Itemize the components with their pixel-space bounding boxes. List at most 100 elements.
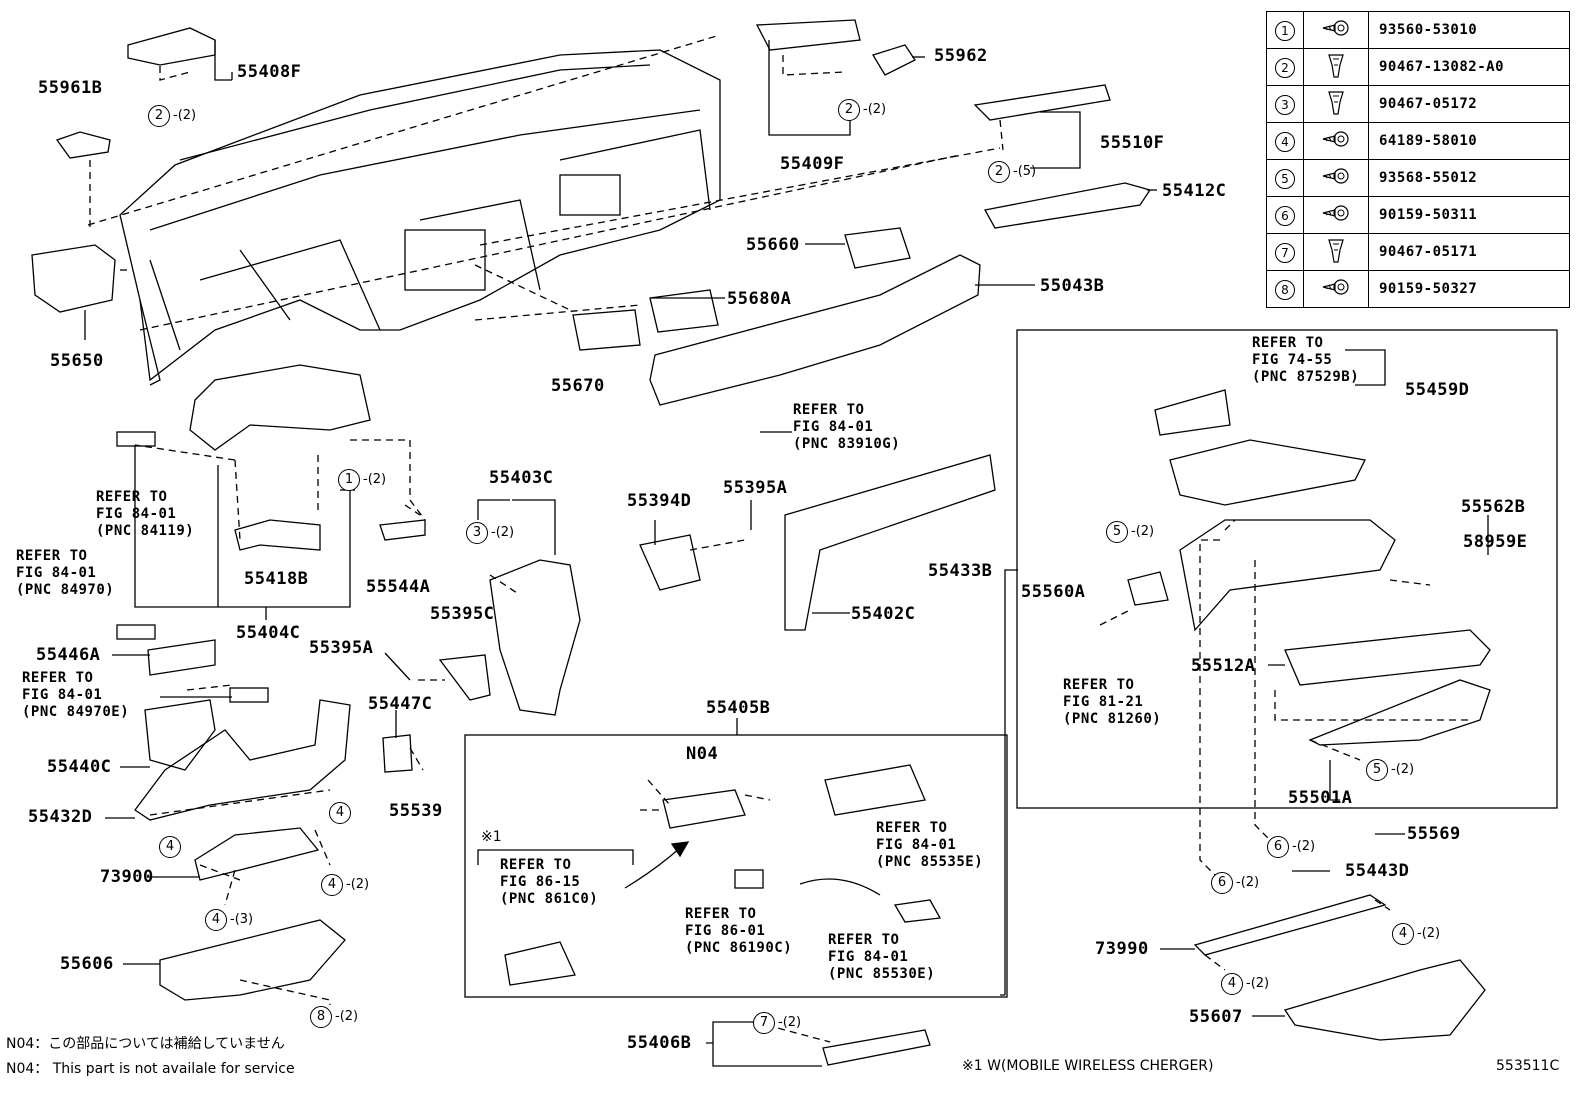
part-55446a-illustration <box>147 639 216 676</box>
note-wireless-charger: ※1 W(MOBILE WIRELESS CHERGER) <box>962 1058 1214 1074</box>
part-label-55395a[interactable]: 55395A <box>723 478 788 498</box>
charger-unit-illustration <box>824 764 926 816</box>
fastener-part-number[interactable]: 93568-55012 <box>1368 159 1570 197</box>
part-label-55606[interactable]: 55606 <box>60 954 114 974</box>
lower-panel-55432d-illustration <box>134 699 351 821</box>
fastener-part-number[interactable]: 90467-05171 <box>1368 233 1570 271</box>
glovebox-door-frame-illustration <box>1169 439 1366 506</box>
clip-icon <box>1325 239 1347 268</box>
part-label-55395a-lower[interactable]: 55395A <box>309 638 374 658</box>
part-55544a-illustration <box>379 519 426 541</box>
part-label-55680a[interactable]: 55680A <box>727 289 792 309</box>
part-label-55670[interactable]: 55670 <box>551 376 605 396</box>
part-55961b-illustration <box>55 131 111 159</box>
note-n04-english: N04： This part is not availale for servi… <box>6 1061 295 1077</box>
part-label-55432d[interactable]: 55432D <box>28 807 93 827</box>
part-55403c-illustration <box>489 559 581 716</box>
part-label-55394d[interactable]: 55394D <box>627 491 692 511</box>
fastener-part-number[interactable]: 64189-58010 <box>1368 122 1570 160</box>
part-label-55406b[interactable]: 55406B <box>627 1033 692 1053</box>
part-55394d-illustration <box>639 534 701 591</box>
charger-tray-861c0-illustration <box>504 941 576 986</box>
part-55402c-illustration <box>784 454 996 631</box>
fastener-row[interactable]: 7 90467-05171 <box>1266 233 1570 271</box>
part-label-55447c[interactable]: 55447C <box>368 694 433 714</box>
part-55512a-illustration <box>1284 629 1491 686</box>
glovebox-door-55501a-illustration <box>1308 679 1491 746</box>
fastener-part-number[interactable]: 90467-05172 <box>1368 85 1570 123</box>
connector-85535e-illustration <box>799 878 942 923</box>
wireless-marker: ※1 <box>481 829 502 845</box>
wireless-marker-bracket <box>477 849 634 865</box>
switch-84970e-illustration <box>229 687 269 703</box>
screw-icon <box>1321 205 1351 228</box>
screw-icon <box>1321 20 1351 43</box>
part-label-55403c[interactable]: 55403C <box>489 468 554 488</box>
part-label-73900[interactable]: 73900 <box>100 867 154 887</box>
part-label-55961b[interactable]: 55961B <box>38 78 103 98</box>
part-label-55569[interactable]: 55569 <box>1407 824 1461 844</box>
part-label-55408f[interactable]: 55408F <box>237 62 302 82</box>
part-label-55560a[interactable]: 55560A <box>1021 582 1086 602</box>
part-label-55539[interactable]: 55539 <box>389 801 443 821</box>
part-label-55544a[interactable]: 55544A <box>366 577 431 597</box>
part-label-55650[interactable]: 55650 <box>50 351 104 371</box>
part-label-55409f[interactable]: 55409F <box>780 154 845 174</box>
part-label-55443d[interactable]: 55443D <box>1345 861 1410 881</box>
instrument-panel-illustration <box>119 49 721 386</box>
part-label-55607[interactable]: 55607 <box>1189 1007 1243 1027</box>
part-label-55418b[interactable]: 55418B <box>244 569 309 589</box>
part-label-55433b[interactable]: 55433B <box>928 561 993 581</box>
part-55409f-illustration <box>755 19 861 51</box>
part-label-73990[interactable]: 73990 <box>1095 939 1149 959</box>
part-label-55562b[interactable]: 55562B <box>1461 497 1526 517</box>
fastener-number: 3 <box>1275 94 1295 115</box>
part-label-55395c[interactable]: 55395C <box>430 604 495 624</box>
part-label-55459d[interactable]: 55459D <box>1405 380 1470 400</box>
part-label-55402c[interactable]: 55402C <box>851 604 916 624</box>
part-label-55501a[interactable]: 55501A <box>1288 788 1353 808</box>
fastener-part-number[interactable]: 90467-13082-A0 <box>1368 48 1570 86</box>
part-label-55405b[interactable]: 55405B <box>706 698 771 718</box>
fastener-row[interactable]: 3 90467-05172 <box>1266 85 1570 123</box>
part-55607-illustration <box>1283 959 1486 1041</box>
part-label-55404c[interactable]: 55404C <box>236 623 301 643</box>
part-label-n04[interactable]: N04 <box>686 744 719 764</box>
part-label-55440c[interactable]: 55440C <box>47 757 112 777</box>
part-label-55043b[interactable]: 55043B <box>1040 276 1105 296</box>
clip-icon <box>1325 91 1347 120</box>
vent-55660-illustration <box>844 227 911 269</box>
cluster-hood-illustration <box>189 364 371 451</box>
fastener-part-number[interactable]: 93560-53010 <box>1368 11 1570 49</box>
fastener-part-number[interactable]: 90159-50311 <box>1368 196 1570 234</box>
glovebox-group-frame <box>1016 329 1558 809</box>
wireless-charger-group-frame <box>464 734 1008 998</box>
part-55459d-illustration <box>1154 389 1231 436</box>
fastener-number: 7 <box>1275 242 1295 263</box>
part-label-55962[interactable]: 55962 <box>934 46 988 66</box>
part-label-58959e[interactable]: 58959E <box>1463 532 1528 552</box>
part-label-55412c[interactable]: 55412C <box>1162 181 1227 201</box>
part-label-55660[interactable]: 55660 <box>746 235 800 255</box>
part-label-55446a[interactable]: 55446A <box>36 645 101 665</box>
part-label-55512a[interactable]: 55512A <box>1191 656 1256 676</box>
left-vent-illustration <box>31 244 116 313</box>
part-label-55510f[interactable]: 55510F <box>1100 133 1165 153</box>
fastener-part-number[interactable]: 90159-50327 <box>1368 270 1570 308</box>
